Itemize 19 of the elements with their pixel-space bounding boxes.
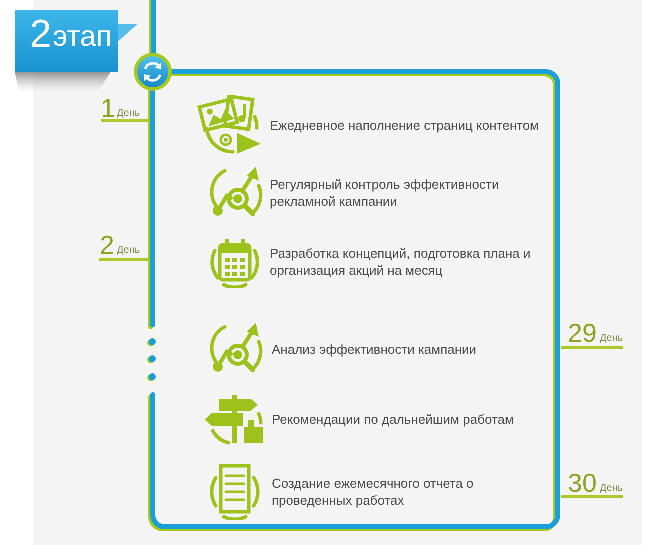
day-label: День bbox=[600, 334, 624, 344]
day-label: День bbox=[117, 108, 140, 119]
stage-number: 2 bbox=[30, 14, 52, 54]
day-label: День bbox=[600, 484, 624, 494]
refresh-circle bbox=[134, 53, 172, 91]
day-number: 2 bbox=[100, 232, 114, 258]
task-text: Анализ эффективности кампании bbox=[272, 340, 478, 358]
day-label: День bbox=[117, 246, 140, 256]
timeline-line bbox=[150, 0, 156, 53]
timeline-frame bbox=[146, 68, 562, 534]
day-number: 29 bbox=[568, 320, 597, 346]
day-number: 1 bbox=[101, 94, 116, 121]
task-text: Создание ежемесячного отчета о проведенных работах bbox=[272, 475, 475, 509]
stage-word: этап bbox=[53, 23, 112, 52]
task-text: Ежедневное наполнение страниц контентом bbox=[270, 116, 540, 134]
task-text: Регулярный контроль эффективности рекламной кампании bbox=[270, 176, 500, 210]
day-number: 30 bbox=[568, 470, 597, 496]
task-text: Разработка концепций, подготовка плана и организация акций на месяц bbox=[270, 245, 532, 279]
task-text: Рекомендации по дальнейшим работам bbox=[272, 410, 515, 428]
